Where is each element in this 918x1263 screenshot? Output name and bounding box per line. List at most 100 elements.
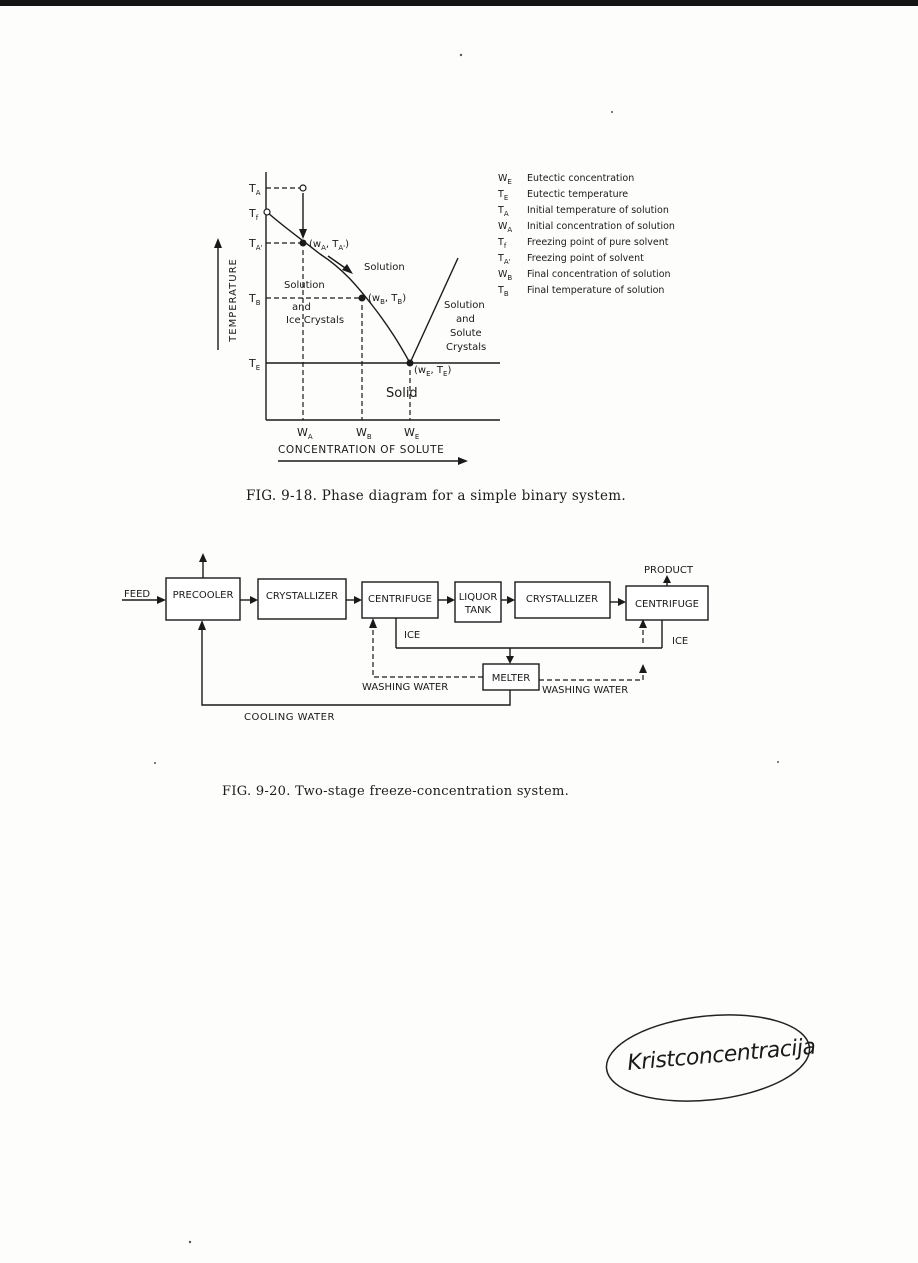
legend-desc: Final concentration of solution [527, 269, 671, 280]
centrifuge-2-label: CENTRIFUGE [635, 599, 699, 610]
cooling-water-label: COOLING WATER [244, 712, 335, 723]
region-sol-ice-3: Ice Crystals [286, 315, 344, 326]
liquor-tank-label-2: TANK [464, 605, 492, 616]
ice-2-label: ICE [672, 636, 688, 647]
y-axis-label: TEMPERATURE [228, 258, 239, 343]
legend-desc: Freezing point of pure solvent [527, 237, 669, 248]
region-solution: Solution [364, 262, 405, 273]
legend-desc: Eutectic concentration [527, 173, 634, 184]
arrow-head [250, 596, 258, 604]
point-wb-tb [358, 294, 366, 302]
precooler-label: PRECOOLER [173, 590, 234, 601]
signature-text: Kristconcentracija [626, 1035, 816, 1076]
legend-sym: WE [498, 173, 512, 186]
arrow-head [618, 598, 626, 606]
arrow-head [507, 596, 515, 604]
region-sol-solute-4: Crystals [446, 342, 486, 353]
arrow-head [354, 596, 362, 604]
figure-caption-9-20: FIG. 9-20. Two-stage freeze-concentratio… [222, 784, 569, 799]
cooling-arrow-head [299, 229, 307, 239]
crystallizer-1-box [257, 578, 347, 620]
tf-point [263, 208, 271, 216]
speck [611, 111, 613, 113]
figure-caption-9-18: FIG. 9-18. Phase diagram for a simple bi… [246, 488, 626, 504]
x-tick-wb: WB [356, 426, 372, 441]
melter-label: MELTER [492, 673, 531, 684]
crystallizer-2-label: CRYSTALLIZER [526, 594, 598, 605]
phase-diagram: TEMPERATURE TA Tf TA' TB TE [214, 172, 500, 465]
feed-label: FEED [124, 589, 150, 600]
legend-desc: Freezing point of solvent [527, 253, 644, 264]
washing-water-right-arrow-upper [639, 619, 647, 628]
label-wb-tb: (wB, TB) [368, 293, 406, 306]
y-tick-ta: TA [248, 182, 261, 197]
concentration-arrow-head [458, 457, 468, 465]
scan-specks [154, 53, 779, 1244]
legend-sym: WA [498, 221, 512, 234]
region-sol-ice-2: and [292, 302, 311, 313]
symbol-legend: WE Eutectic concentration TE Eutectic te… [497, 173, 675, 298]
centrifuge-1-box [361, 581, 439, 619]
legend-sym: TA [497, 205, 509, 218]
legend-sym: Tf [497, 237, 507, 250]
scan-top-edge [0, 0, 918, 6]
legend-sym: WB [498, 269, 512, 282]
region-sol-solute-1: Solution [444, 300, 485, 311]
centrifuge-2-box [625, 585, 709, 621]
signature-ellipse [605, 1014, 811, 1102]
crystallizer-1-label: CRYSTALLIZER [266, 591, 338, 602]
cooling-water-line [201, 628, 511, 706]
liquor-tank-label-1: LIQUOR [459, 592, 498, 603]
arrow-head [447, 596, 455, 604]
y-tick-ta-prime: TA' [248, 237, 263, 252]
product-label: PRODUCT [644, 565, 694, 576]
washing-water-right-label: WASHING WATER [542, 685, 628, 696]
liquor-tank-box [454, 581, 502, 623]
y-tick-labels: TA Tf TA' TB TE [248, 182, 263, 372]
freeze-concentration-flow: FEED PRECOOLER CRYSTALLIZER CENTRIFUGE L… [122, 553, 709, 723]
feed-arrow-head [157, 596, 166, 604]
washing-water-left-arrow [369, 618, 377, 628]
washing-water-right-line [539, 672, 644, 681]
speck [777, 761, 779, 763]
y-tick-te: TE [248, 357, 260, 372]
precooler-vent-arrow [199, 553, 207, 562]
label-wa-ta-prime: (wA, TA') [309, 239, 349, 252]
point-we-te [406, 359, 414, 367]
y-tick-tb: TB [248, 292, 261, 307]
y-tick-tf: Tf [248, 207, 259, 222]
ice-to-melter-arrow [506, 656, 514, 664]
x-axis-label: CONCENTRATION OF SOLUTE [278, 444, 444, 456]
product-arrow [663, 575, 671, 583]
legend-sym: TE [497, 189, 508, 202]
freezing-curve [266, 211, 411, 364]
x-tick-wa: WA [297, 426, 313, 441]
washing-water-left-line [372, 626, 483, 678]
x-tick-we: WE [404, 426, 419, 441]
ice-1-label: ICE [404, 630, 420, 641]
legend-desc: Initial temperature of solution [527, 205, 669, 216]
curve-direction-arrow-head [342, 264, 353, 274]
speck [459, 53, 463, 57]
solubility-curve [409, 257, 459, 364]
region-sol-solute-2: and [456, 314, 475, 325]
handwritten-signature: Kristconcentracija [605, 1014, 817, 1102]
washing-water-right-arrow [639, 664, 647, 673]
speck [188, 1240, 192, 1244]
legend-sym: TA' [497, 253, 511, 266]
legend-sym: TB [497, 285, 509, 298]
initial-state-point [299, 184, 307, 192]
point-wa-ta-prime [299, 239, 307, 247]
region-solid: Solid [386, 386, 418, 401]
legend-desc: Initial concentration of solution [527, 221, 675, 232]
legend-desc: Eutectic temperature [527, 189, 628, 200]
region-sol-solute-3: Solute [450, 328, 482, 339]
crystallizer-2-box [514, 581, 611, 619]
washing-water-left-label: WASHING WATER [362, 682, 448, 693]
region-sol-ice-1: Solution [284, 280, 325, 291]
cooling-water-arrow [198, 620, 206, 630]
label-we-te: (wE, TE) [414, 365, 451, 378]
centrifuge-1-label: CENTRIFUGE [368, 594, 432, 605]
